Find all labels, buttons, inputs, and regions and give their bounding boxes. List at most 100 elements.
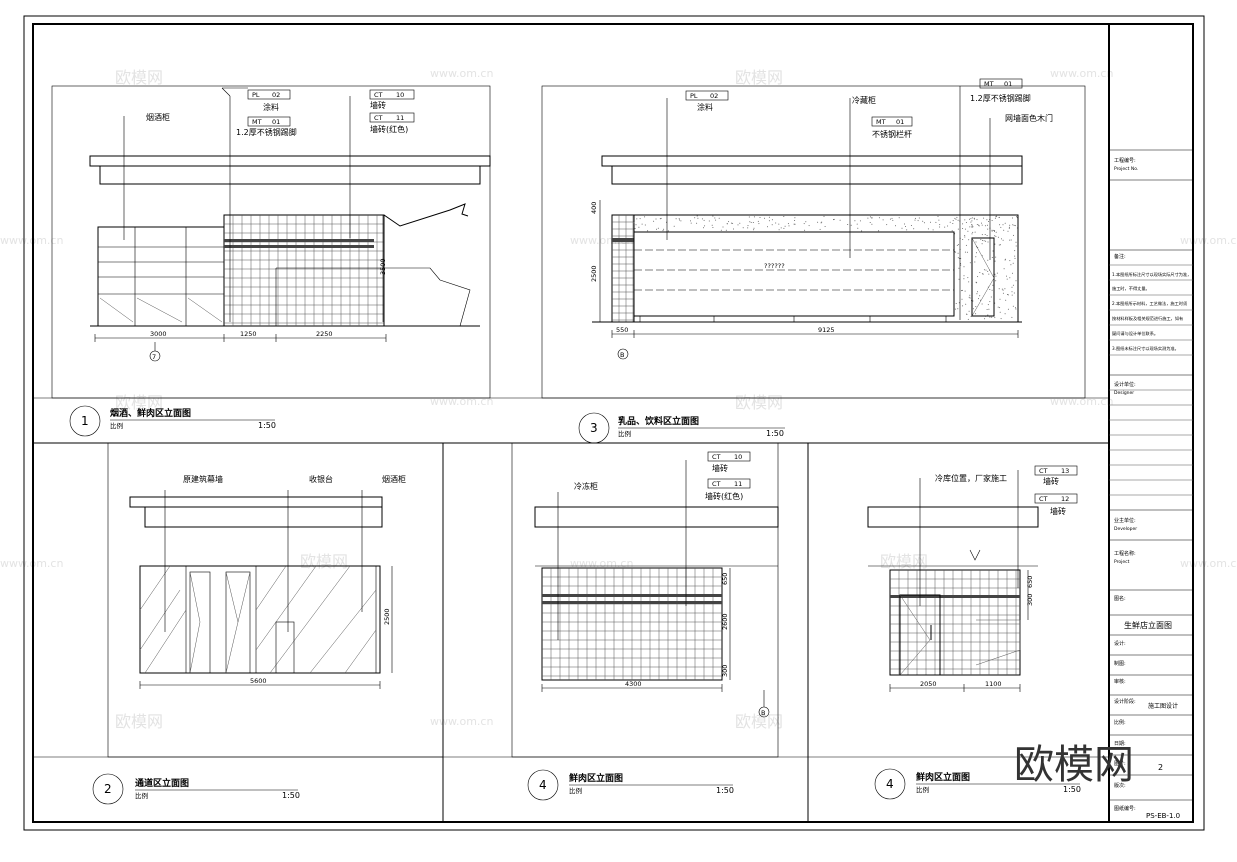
texture-dot xyxy=(1013,292,1015,294)
dimension: 2050 xyxy=(920,680,937,688)
texture-dot xyxy=(976,219,978,221)
callout-label: 墙砖(红色) xyxy=(370,124,408,134)
view-frame xyxy=(511,442,779,758)
texture-dot xyxy=(793,223,795,225)
texture-dot xyxy=(1007,294,1008,295)
texture-dot xyxy=(960,258,962,259)
remark-line: 按材料样板及相关规范进行施工，如有 xyxy=(1112,315,1183,322)
watermark-url: www.om.cn xyxy=(430,395,493,408)
texture-dot xyxy=(817,221,819,223)
texture-dot xyxy=(972,226,974,228)
drawing-no-label: 图纸编号: xyxy=(1114,805,1136,812)
texture-dot xyxy=(722,226,724,228)
texture-dot xyxy=(678,218,680,220)
texture-dot xyxy=(1003,268,1005,270)
tile-wall xyxy=(223,214,385,327)
ceiling-bulkhead xyxy=(99,165,481,185)
sheet-label: 图号: xyxy=(1114,761,1126,767)
texture-dot xyxy=(653,220,655,222)
texture-dot xyxy=(639,218,641,220)
texture-dot xyxy=(808,225,810,227)
callout-label: 原建筑幕墙 xyxy=(183,474,223,484)
texture-dot xyxy=(956,216,958,218)
texture-dot xyxy=(960,263,962,265)
texture-dot xyxy=(984,318,986,320)
callout-label: 网墙面色木门 xyxy=(1005,113,1053,123)
texture-dot xyxy=(986,235,988,237)
texture-dot xyxy=(1007,308,1009,310)
texture-dot xyxy=(833,218,835,220)
texture-dot xyxy=(985,269,987,271)
texture-dot xyxy=(635,224,637,226)
texture-dot xyxy=(985,240,987,242)
texture-dot xyxy=(999,307,1001,309)
texture-dot xyxy=(991,316,993,318)
texture-dot xyxy=(992,284,994,286)
texture-dot xyxy=(662,230,664,232)
texture-dot xyxy=(964,228,966,230)
dimension: 2250 xyxy=(316,330,333,338)
texture-dot xyxy=(1013,234,1014,236)
texture-dot xyxy=(955,218,957,220)
texture-dot xyxy=(914,219,916,221)
texture-dot xyxy=(1015,280,1017,282)
texture-dot xyxy=(999,311,1001,313)
texture-dot xyxy=(944,226,946,228)
view-number: 4 xyxy=(886,777,894,791)
texture-dot xyxy=(1011,316,1013,318)
texture-dot xyxy=(768,220,770,222)
callout-label: 墙砖(红色) xyxy=(705,491,743,501)
view-1-elevation: PL 02 MT 01 CT 10 CT 11 烟酒柜 涂料 1.2厚不锈钢踢脚… xyxy=(51,85,491,399)
texture-dot xyxy=(961,290,962,292)
texture-dot xyxy=(968,296,970,298)
client-en: Developer xyxy=(1114,526,1137,532)
watermark-url: www.om.cn xyxy=(0,234,63,247)
texture-dot xyxy=(978,224,980,226)
texture-dot xyxy=(939,226,941,228)
texture-dot xyxy=(859,220,861,222)
texture-dot xyxy=(1004,288,1006,290)
texture-dot xyxy=(981,303,983,305)
texture-dot xyxy=(910,225,912,226)
texture-dot xyxy=(1001,288,1003,290)
texture-dot xyxy=(1007,230,1009,232)
texture-dot xyxy=(794,220,796,221)
texture-dot xyxy=(991,229,993,231)
texture-dot xyxy=(971,224,972,226)
tag-num: 10 xyxy=(734,453,742,461)
watermark: 欧模网 xyxy=(115,68,163,87)
texture-dot xyxy=(939,224,941,226)
texture-dot xyxy=(663,228,665,230)
view-4a-elevation: CT 10 CT 11 冷冻柜 墙砖 墙砖(红色) 4300 2600 650 … xyxy=(511,442,779,758)
door-swing xyxy=(189,571,251,674)
texture-dot xyxy=(869,222,871,223)
title-block-rows xyxy=(1109,149,1193,801)
texture-dot xyxy=(979,295,981,297)
view-2-elevation: 原建筑幕墙 收银台 烟酒柜 5600 2500 xyxy=(107,442,444,758)
texture-dot xyxy=(869,216,871,218)
texture-dot xyxy=(696,215,698,217)
texture-dot xyxy=(819,228,821,230)
texture-dot xyxy=(927,228,929,230)
dimension: 2600 xyxy=(721,613,729,630)
cabinet-text: ?????? xyxy=(764,262,785,270)
texture-dot xyxy=(680,220,682,222)
ceiling-bulkhead xyxy=(534,506,779,528)
texture-dot xyxy=(964,219,966,221)
callout-label: 涂料 xyxy=(697,102,713,112)
tile-wall xyxy=(889,569,1021,676)
texture-dot xyxy=(969,226,971,228)
texture-dot xyxy=(988,221,990,222)
remark-line: 3.图纸未标注尺寸以现场实测为准。 xyxy=(1112,345,1179,352)
texture-dot xyxy=(969,218,970,220)
texture-dot xyxy=(748,216,750,218)
curtain-wall xyxy=(139,565,381,674)
material-tag xyxy=(707,451,751,462)
texture-dot xyxy=(913,228,915,230)
texture-dot xyxy=(989,301,991,303)
texture-dot xyxy=(1000,226,1002,228)
leader-tick xyxy=(221,87,248,97)
tile-joints xyxy=(542,568,722,680)
callout-label: 1.2厚不锈钢踢脚 xyxy=(970,93,1031,103)
